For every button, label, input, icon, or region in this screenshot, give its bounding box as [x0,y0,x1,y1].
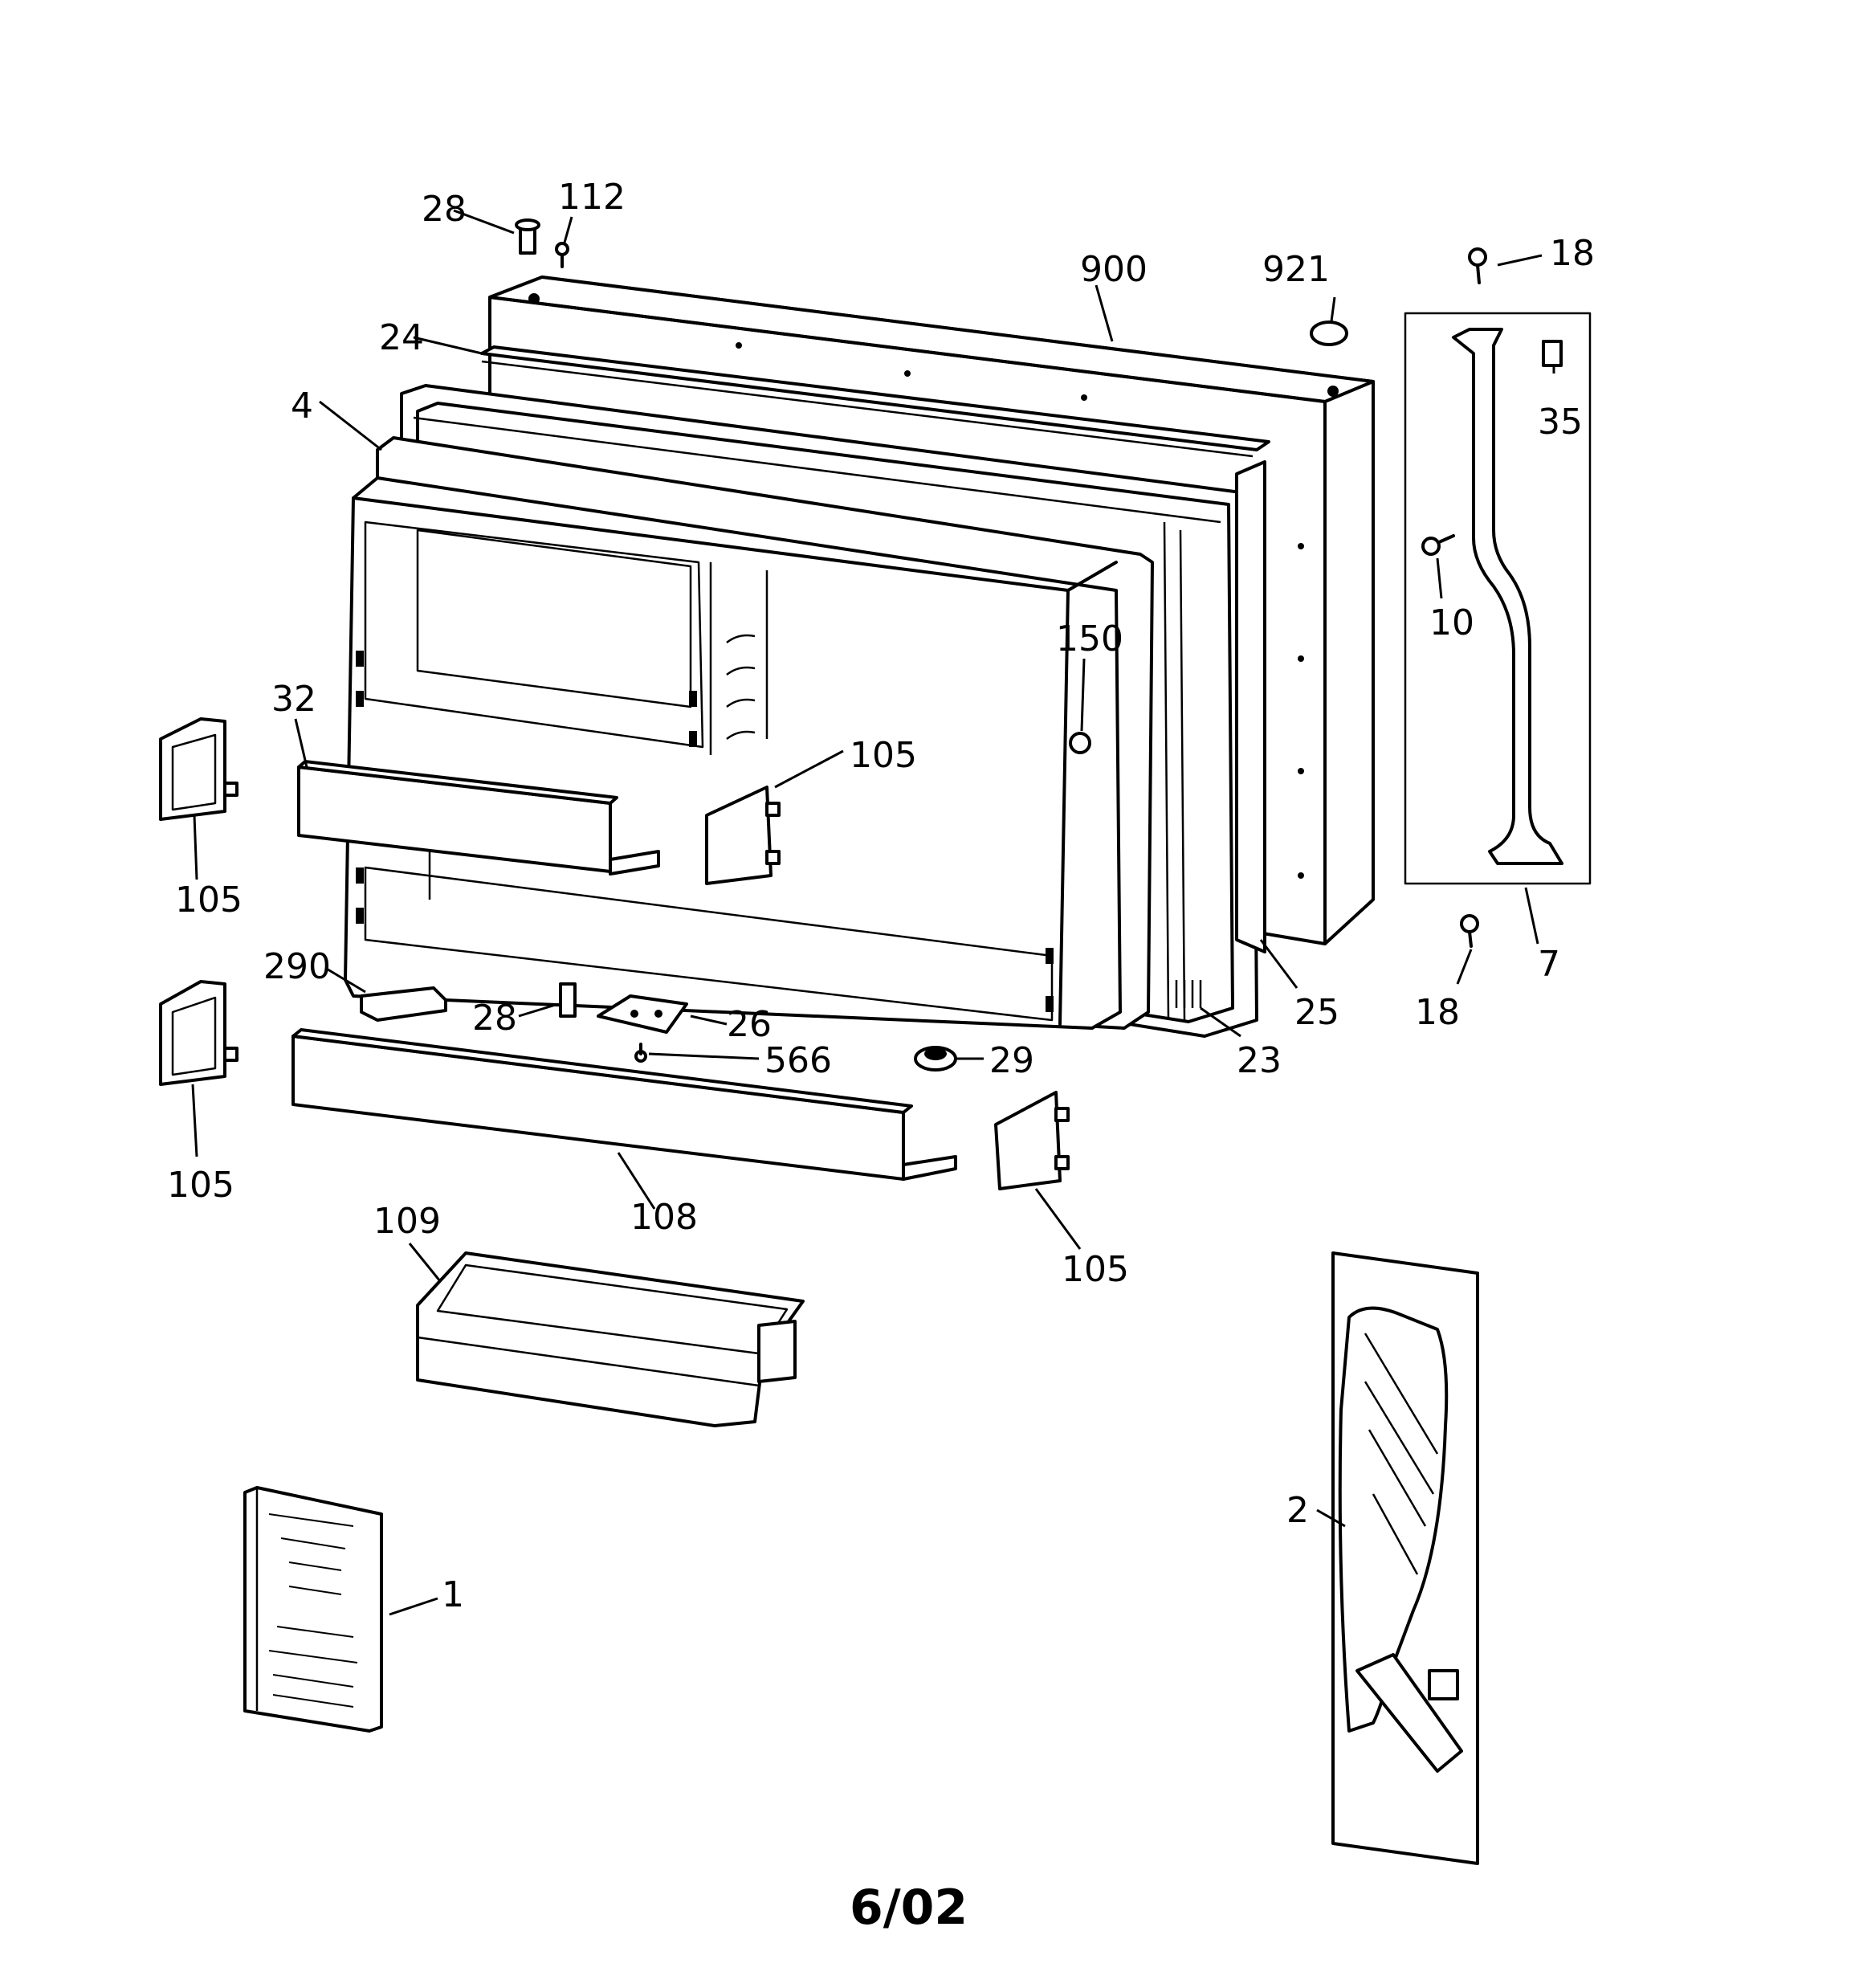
label-105-left-top: 105 [175,880,243,921]
label-900: 900 [1080,249,1148,290]
gasket-strip [480,345,1270,458]
handle-assembly-box [1404,312,1592,885]
label-109: 109 [373,1201,441,1242]
plug-29 [914,1046,957,1072]
bracket-105-right [994,1091,1070,1190]
label-32: 32 [271,679,316,720]
label-24: 24 [379,317,424,358]
door-liner [344,436,1202,1030]
bracket-105-left-bottom [159,980,238,1086]
label-290: 290 [263,946,331,987]
bracket-105-left-top [159,717,238,821]
handle-kit-2 [1331,1251,1479,1865]
callout-labels: 28 112 900 921 18 24 4 35 10 150 32 105 … [167,177,1595,1615]
label-2: 2 [1286,1490,1309,1531]
label-112: 112 [558,177,626,218]
label-25: 25 [1294,992,1339,1033]
label-105-left-bottom: 105 [167,1165,234,1206]
label-29: 29 [989,1040,1034,1081]
label-105-mid: 105 [850,735,917,776]
screw-18-bottom [1460,914,1479,948]
label-4: 4 [291,386,313,427]
label-1: 1 [442,1574,464,1615]
label-28-top: 28 [422,189,467,230]
label-23: 23 [1237,1040,1282,1081]
item-290 [360,986,447,1022]
label-7: 7 [1538,944,1560,985]
label-35: 35 [1538,402,1583,443]
pin-28 [559,982,577,1018]
bracket-105-mid [705,786,781,885]
label-566: 566 [764,1040,832,1081]
shelf-front-108 [291,1028,957,1181]
door-stop-150 [1069,732,1091,754]
top-screw-28 [515,218,540,255]
label-18-top: 18 [1550,233,1595,274]
screw-10 [1421,534,1455,556]
top-screw-112 [555,242,569,268]
label-28-pin: 28 [472,998,517,1039]
label-150: 150 [1056,618,1123,659]
label-105-right: 105 [1062,1249,1129,1290]
owners-manual-1 [243,1486,383,1733]
date-code: 6/02 [850,1880,968,1936]
hinge-26 [597,994,688,1034]
screw-18-top [1468,247,1487,284]
vent-grille [1175,980,1202,1008]
label-10: 10 [1429,602,1474,643]
label-26: 26 [727,1004,772,1045]
door-bin-109 [416,1251,805,1427]
plug-921 [1310,320,1348,346]
label-108: 108 [630,1197,698,1238]
end-cap-35 [1542,340,1563,367]
shelf-front-32 [297,760,660,876]
screw-566 [634,1043,647,1063]
label-921: 921 [1262,249,1330,290]
label-18-bottom: 18 [1415,992,1460,1033]
leader-lines [191,209,1555,1616]
